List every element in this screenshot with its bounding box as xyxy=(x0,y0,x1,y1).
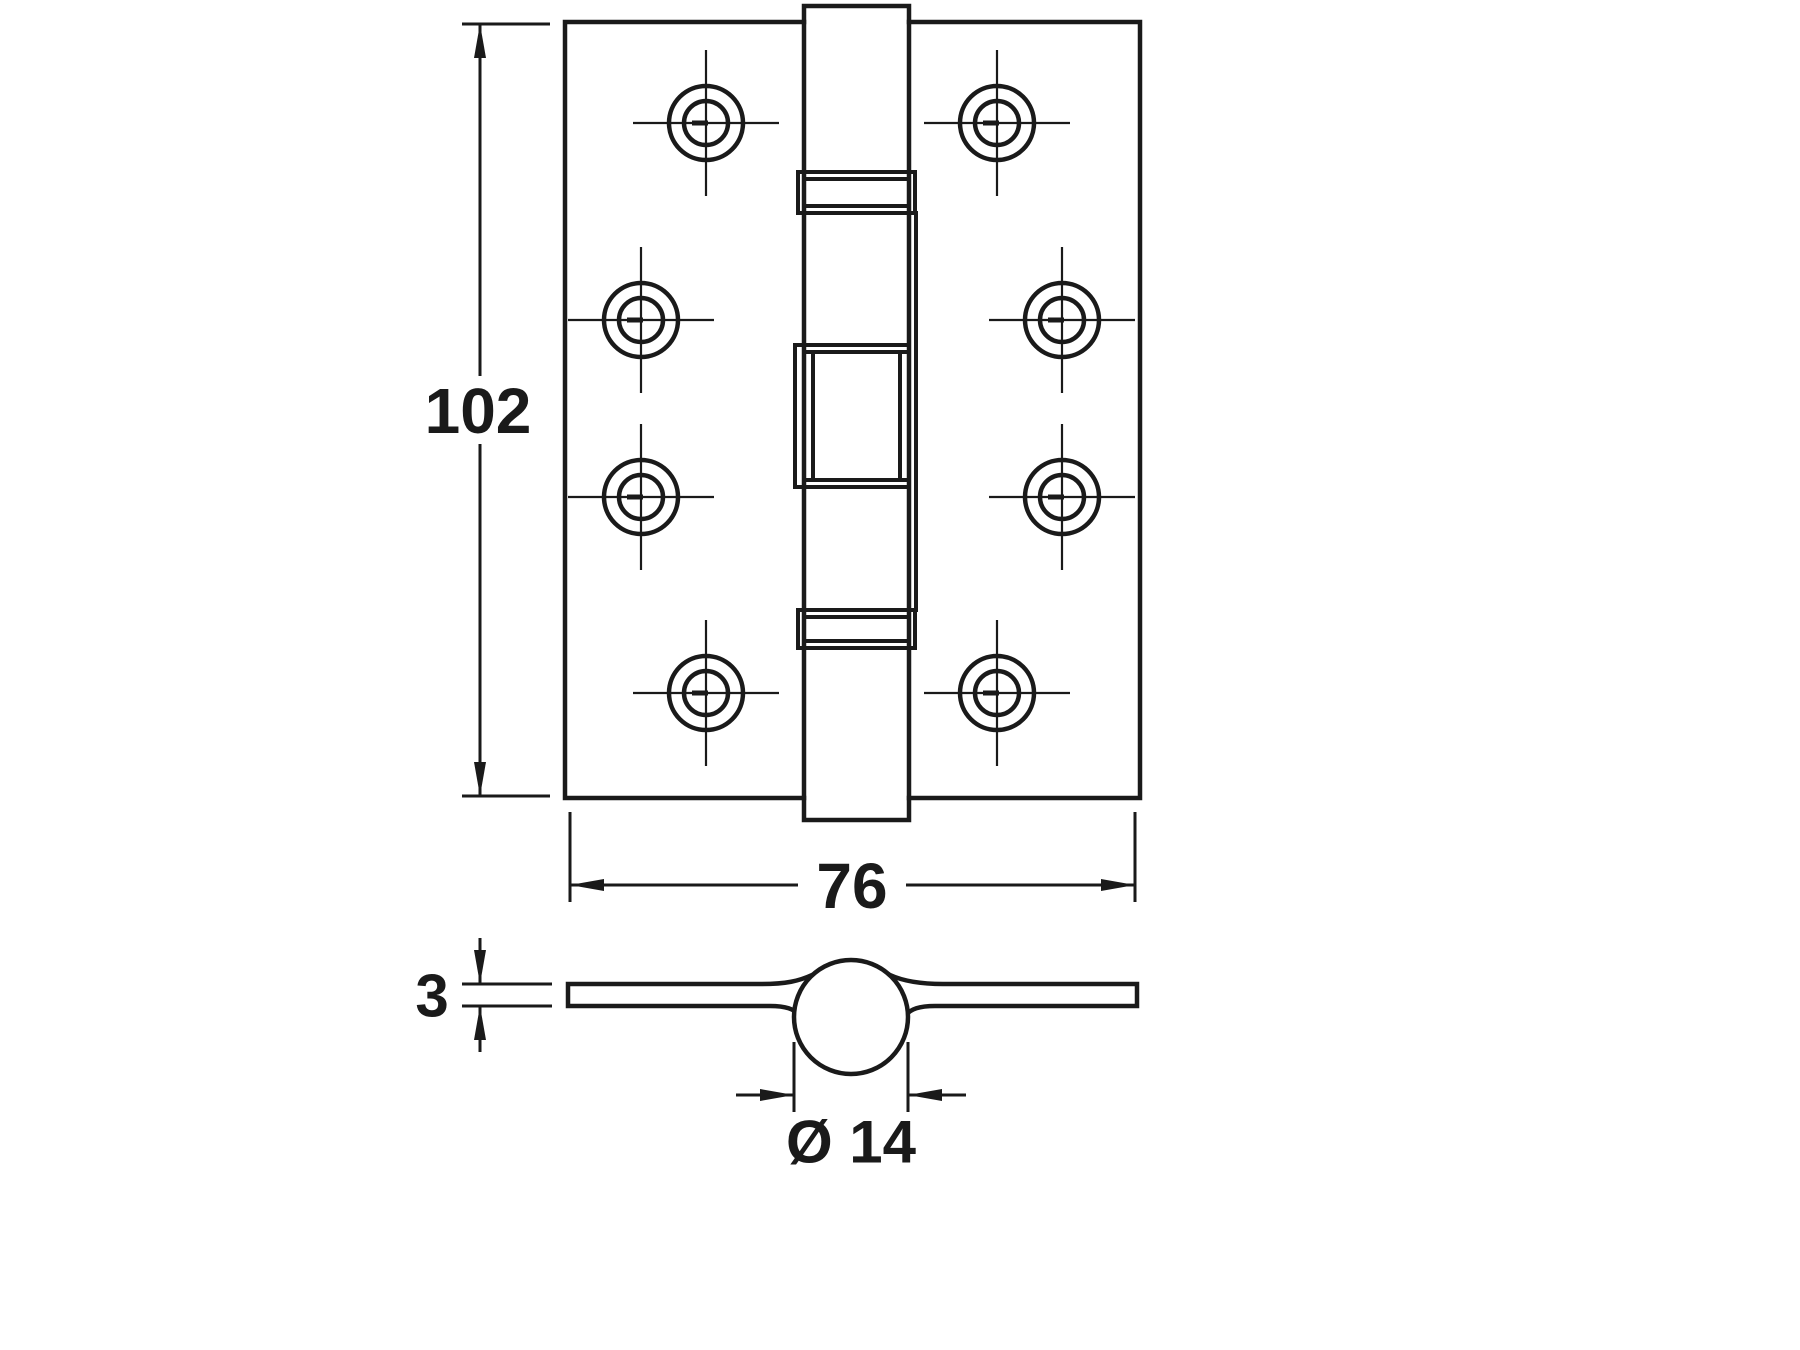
hinge-barrel xyxy=(801,3,912,823)
screw-hole xyxy=(989,424,1135,570)
leaf-notches xyxy=(793,211,918,612)
screw-hole xyxy=(633,620,779,766)
screw-hole xyxy=(633,50,779,196)
dimension-height-label: 102 xyxy=(425,375,532,447)
screw-hole xyxy=(924,620,1070,766)
arrowhead-right xyxy=(760,1089,794,1101)
screw-hole xyxy=(989,247,1135,393)
bearing-collar-bottom xyxy=(796,608,917,650)
dimension-width-label: 76 xyxy=(816,850,887,922)
arrowhead-left xyxy=(570,879,604,891)
screw-hole xyxy=(568,247,714,393)
hinge-front-view xyxy=(562,3,1143,823)
dimension-pin-diameter: Ø 14 xyxy=(736,1042,966,1176)
arrowhead-left xyxy=(908,1089,942,1101)
arrowhead-up xyxy=(474,24,486,58)
dimension-width: 76 xyxy=(568,812,1137,922)
arrowhead-down xyxy=(474,950,486,984)
knuckle-joints xyxy=(802,343,911,489)
dimension-thickness: 3 xyxy=(415,938,552,1052)
section-pin-barrel xyxy=(791,957,911,1077)
arrowhead-down xyxy=(474,762,486,796)
dimension-height: 102 xyxy=(418,22,550,798)
hinge-leaf-outline xyxy=(562,19,1143,801)
hinge-section-view xyxy=(565,957,1140,1077)
arrowhead-right xyxy=(1101,879,1135,891)
arrowhead-up xyxy=(474,1006,486,1040)
section-leaf-right xyxy=(887,972,1140,1019)
bearing-collar-top xyxy=(796,170,917,215)
dimension-pin-diameter-label: Ø 14 xyxy=(786,1109,917,1176)
screw-hole xyxy=(568,424,714,570)
screw-hole xyxy=(924,50,1070,196)
dimension-thickness-label: 3 xyxy=(415,963,448,1030)
section-leaf-left xyxy=(565,972,815,1019)
